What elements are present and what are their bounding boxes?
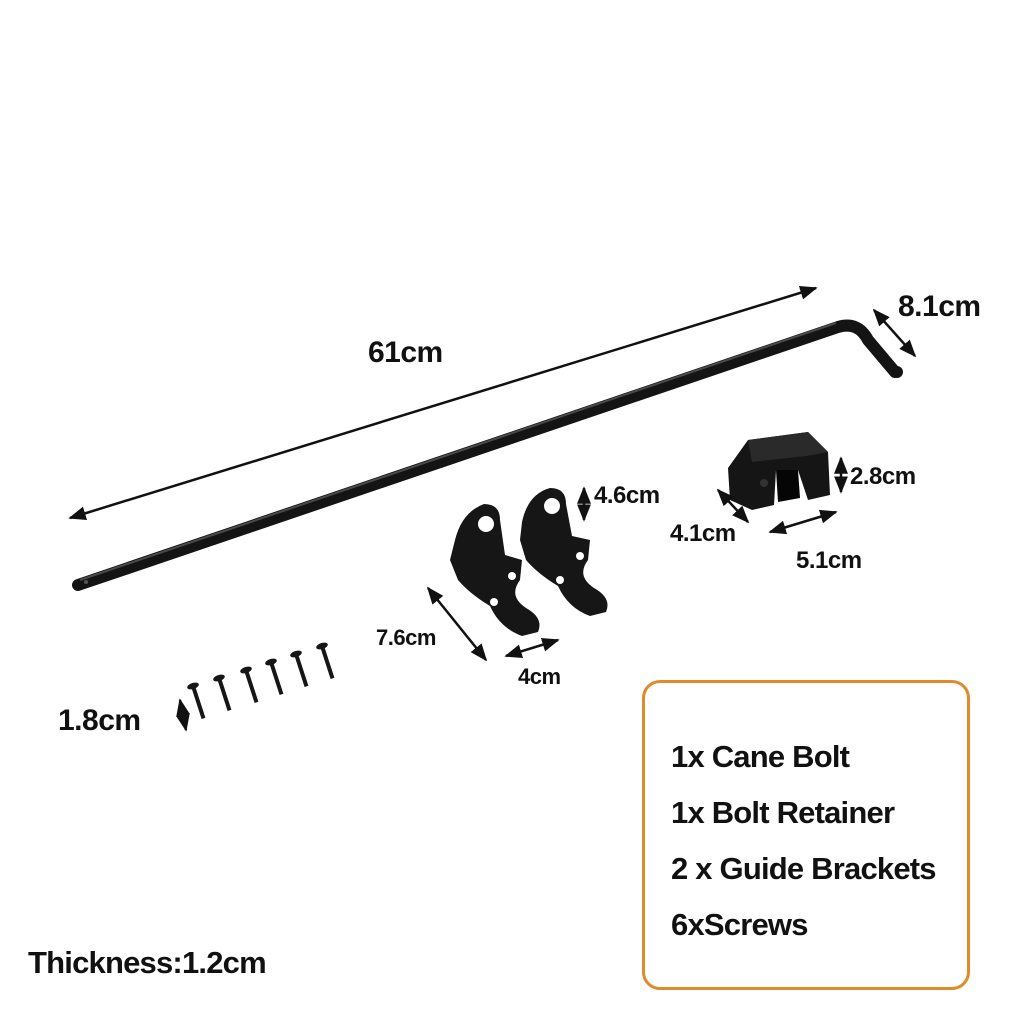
bolt-retainer [728, 432, 830, 510]
retainer-depth-arrow [716, 488, 750, 524]
contents-item-cane-bolt: 1x Cane Bolt [671, 739, 850, 774]
screw [213, 674, 232, 711]
hook-length-arrow [872, 308, 917, 358]
screw [316, 642, 335, 679]
screw [187, 682, 206, 719]
package-contents-box: 1x Cane Bolt 1x Bolt Retainer 2 x Guide … [642, 680, 970, 990]
thickness-label: Thickness:1.2cm [28, 945, 267, 980]
screw-length-label: 1.8cm [58, 704, 141, 737]
contents-item-guide-brackets: 2 x Guide Brackets [671, 851, 937, 886]
screw [240, 666, 259, 703]
retainer-width-label: 5.1cm [796, 547, 862, 574]
rod-length-label: 61cm [368, 336, 443, 369]
screw [290, 650, 309, 687]
retainer-depth-label: 4.1cm [670, 520, 736, 547]
bracket-width-arrow [504, 637, 560, 659]
hook-length-label: 8.1cm [898, 290, 981, 323]
screws [187, 642, 335, 719]
guide-bracket-left [450, 504, 540, 636]
guide-bracket-right [520, 488, 608, 616]
retainer-width-arrow [768, 509, 838, 535]
rod-length-arrow [68, 285, 818, 521]
screw-length-arrow [176, 698, 190, 732]
bracket-height-label: 4.6cm [594, 482, 660, 509]
bracket-length-label: 7.6cm [376, 625, 436, 650]
contents-item-bolt-retainer: 1x Bolt Retainer [671, 795, 895, 830]
bracket-width-label: 4cm [518, 664, 561, 689]
package-contents-list: 1x Cane Bolt 1x Bolt Retainer 2 x Guide … [671, 739, 937, 963]
screw [265, 658, 284, 695]
retainer-height-label: 2.8cm [850, 463, 916, 490]
bracket-length-arrow [426, 586, 488, 662]
contents-item-screws: 6xScrews [671, 907, 808, 942]
